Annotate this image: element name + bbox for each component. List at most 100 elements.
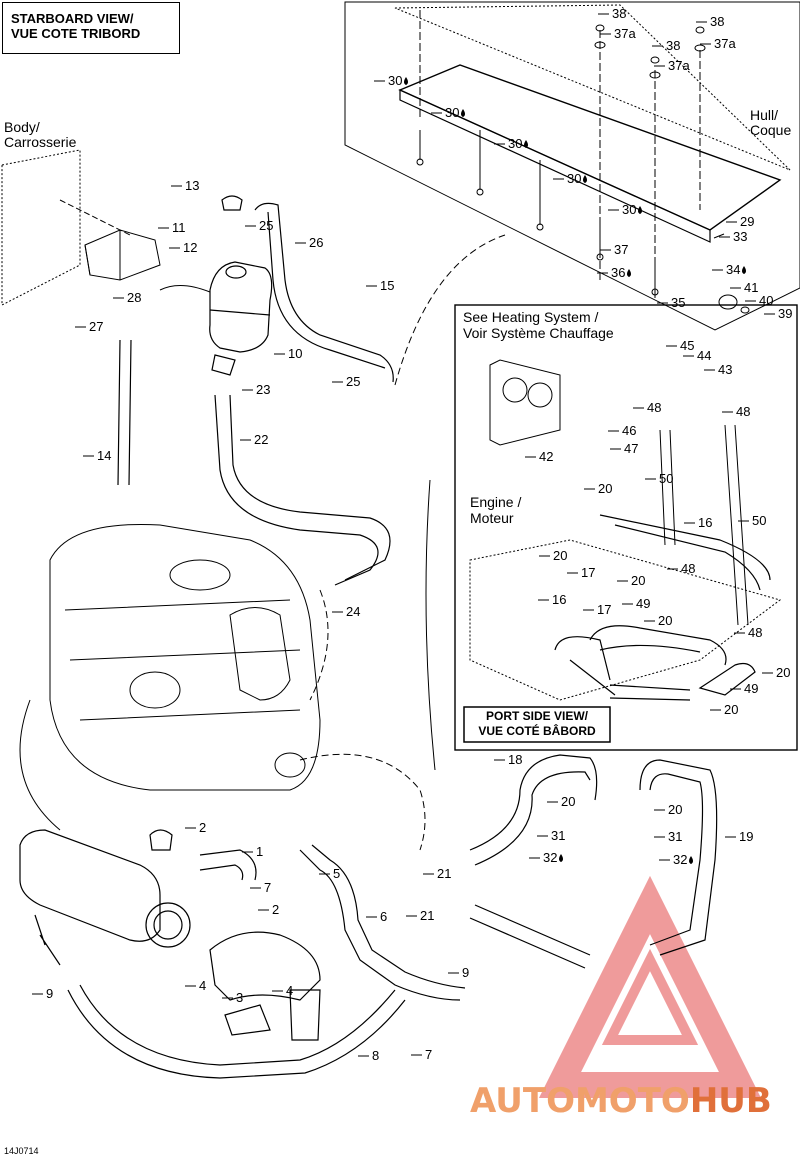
engine-label: Engine / Moteur <box>470 494 521 526</box>
callout-1: 1 <box>256 844 263 859</box>
drop-icon <box>461 109 465 117</box>
body-panel <box>1 149 161 306</box>
callout-30e: 30 <box>622 202 636 217</box>
callout-34: 34 <box>726 262 740 277</box>
callout-47: 47 <box>624 441 638 456</box>
callout-12: 12 <box>183 240 197 255</box>
callout-20h: 20 <box>668 802 682 817</box>
callout-48c: 48 <box>681 561 695 576</box>
callout-27: 27 <box>89 319 103 334</box>
body-label-line1: Body/ <box>4 119 40 135</box>
callout-17b: 17 <box>597 602 611 617</box>
callout-layer: 3837a3837a3837a3030303030293337343635414… <box>32 6 792 1063</box>
hull-label-line1: Hull/ <box>750 107 779 123</box>
callout-26: 26 <box>309 235 323 250</box>
callout-31a: 31 <box>551 828 565 843</box>
callout-37: 37 <box>614 242 628 257</box>
callout-20f: 20 <box>724 702 738 717</box>
drop-icon <box>627 269 631 277</box>
callout-20e: 20 <box>776 665 790 680</box>
drop-icon <box>583 175 587 183</box>
callout-2b: 2 <box>272 902 279 917</box>
callout-21a: 21 <box>437 866 451 881</box>
callout-35: 35 <box>671 295 685 310</box>
callout-30b: 30 <box>445 105 459 120</box>
callout-20c: 20 <box>631 573 645 588</box>
callout-37a-a: 37a <box>614 26 636 41</box>
callout-11: 11 <box>172 220 186 235</box>
callout-10: 10 <box>288 346 302 361</box>
callout-18: 18 <box>508 752 522 767</box>
flow-arrows <box>19 234 506 851</box>
hull-label: Hull/ Coque <box>750 108 791 138</box>
callout-22: 22 <box>254 432 268 447</box>
hoses <box>67 202 718 1079</box>
callout-36: 36 <box>611 265 625 280</box>
callout-43: 43 <box>718 362 732 377</box>
callout-6: 6 <box>380 909 387 924</box>
watermark-prefix: AUTOMOTO <box>470 1081 690 1121</box>
tank-arrow <box>159 285 211 293</box>
callout-21b: 21 <box>420 908 434 923</box>
hull-label-line2: Coque <box>750 122 792 138</box>
callout-20d: 20 <box>658 613 672 628</box>
drop-icon <box>638 206 642 214</box>
callout-49a: 49 <box>636 596 650 611</box>
callout-4b: 4 <box>286 983 293 998</box>
watermark-logo <box>538 875 762 1098</box>
watermark-suffix: HUB <box>690 1081 772 1121</box>
callout-17a: 17 <box>581 565 595 580</box>
callout-24: 24 <box>346 604 360 619</box>
engine-label-line2: Moteur <box>470 510 514 526</box>
starboard-title-line1: STARBOARD VIEW/ <box>11 11 134 26</box>
drop-icon <box>742 266 746 274</box>
heating-label-line2: Voir Système Chauffage <box>463 325 614 341</box>
callout-42: 42 <box>539 449 553 464</box>
callout-28: 28 <box>127 290 141 305</box>
callout-2a: 2 <box>199 820 206 835</box>
callout-25a: 25 <box>259 218 273 233</box>
callout-50a: 50 <box>659 471 673 486</box>
callout-7a: 7 <box>264 880 271 895</box>
callout-16b: 16 <box>552 592 566 607</box>
callout-9b: 9 <box>462 965 469 980</box>
callout-48a: 48 <box>647 400 661 415</box>
callout-13: 13 <box>185 178 199 193</box>
port-title-line1: PORT SIDE VIEW/ <box>485 709 588 723</box>
callout-38c: 38 <box>666 38 680 53</box>
callout-49b: 49 <box>744 681 758 696</box>
starboard-title-line2: VUE COTE TRIBORD <box>11 26 141 41</box>
heating-label-line1: See Heating System / <box>463 309 599 325</box>
callout-7b: 7 <box>425 1047 432 1062</box>
callout-50b: 50 <box>752 513 766 528</box>
drop-icon <box>689 856 693 864</box>
callout-30d: 30 <box>567 171 581 186</box>
callout-19: 19 <box>739 829 753 844</box>
callout-5: 5 <box>333 866 340 881</box>
port-title-box: PORT SIDE VIEW/ VUE COTÉ BÂBORD <box>466 709 608 739</box>
port-inset <box>454 304 798 751</box>
heating-label: See Heating System / Voir Système Chauff… <box>463 309 614 341</box>
diagram-code: 14J0714 <box>4 1146 39 1156</box>
callout-30c: 30 <box>508 136 522 151</box>
callout-20a: 20 <box>598 481 612 496</box>
callout-20g: 20 <box>561 794 575 809</box>
callout-29: 29 <box>740 214 754 229</box>
callout-38a: 38 <box>612 6 626 21</box>
callout-16a: 16 <box>698 515 712 530</box>
callout-14: 14 <box>97 448 111 463</box>
callout-44: 44 <box>697 348 711 363</box>
callout-48d: 48 <box>748 625 762 640</box>
heat-exchanger <box>19 829 321 1041</box>
watermark-text: AUTOMOTOHUB <box>470 1081 772 1121</box>
callout-31b: 31 <box>668 829 682 844</box>
drop-icon <box>524 140 528 148</box>
callout-20b: 20 <box>553 548 567 563</box>
callout-3: 3 <box>236 990 243 1005</box>
callout-40: 40 <box>759 293 773 308</box>
callout-15: 15 <box>380 278 394 293</box>
body-label: Body/ Carrosserie <box>4 120 76 150</box>
callout-32b: 32 <box>673 852 687 867</box>
starboard-title-box: STARBOARD VIEW/ VUE COTE TRIBORD <box>2 2 180 54</box>
